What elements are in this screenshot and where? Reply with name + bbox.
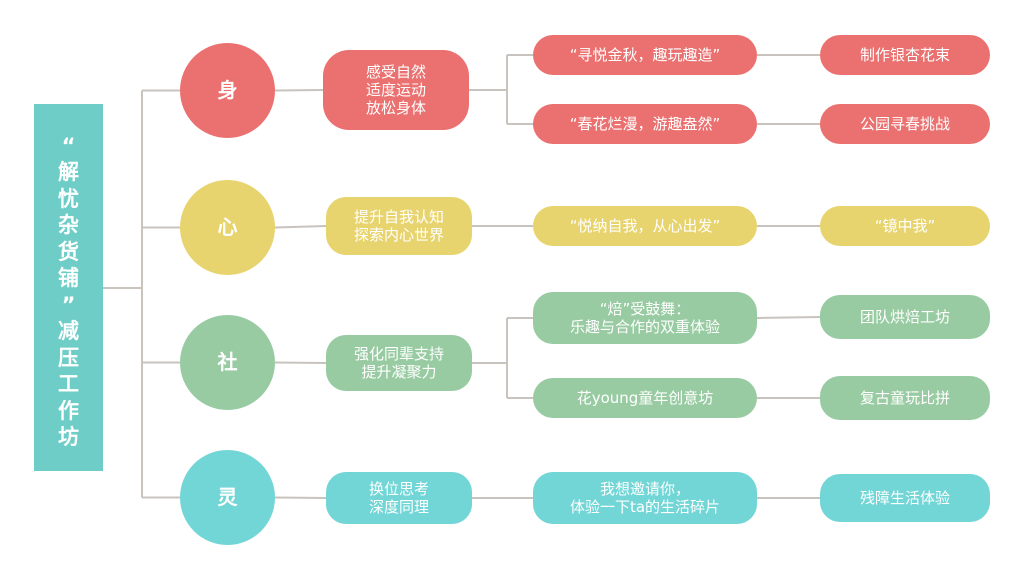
task-node-mind-1[interactable]: “镜中我”: [820, 206, 990, 246]
goal-line: 提升自我认知: [353, 208, 444, 226]
theme-text: 乐趣与合作的双重体验: [569, 318, 720, 336]
goal-line: 放松身体: [365, 99, 426, 117]
theme-text: “寻悦金秋，趣玩趣造”: [569, 45, 721, 64]
theme-text: 我想邀请你，: [599, 480, 690, 498]
theme-node-social-2[interactable]: 花young童年创意坊: [533, 378, 757, 418]
task-text: 制作银杏花束: [859, 45, 950, 64]
title-char: 忧: [58, 186, 79, 211]
title-char: 作: [58, 398, 79, 423]
task-node-body-2[interactable]: 公园寻春挑战: [820, 104, 990, 144]
task-text: 公园寻春挑战: [859, 114, 950, 133]
task-node-social-1[interactable]: 团队烘焙工坊: [820, 295, 990, 339]
goal-line: 适度运动: [365, 81, 426, 99]
title-char: 杂: [58, 213, 79, 237]
goal-node-social[interactable]: 强化同辈支持 提升凝聚力: [326, 335, 472, 391]
title-char: ”: [61, 292, 76, 317]
goal-line: 提升凝聚力: [361, 363, 437, 381]
branch-circle-social[interactable]: 社: [180, 315, 275, 410]
title-char: 压: [58, 345, 79, 370]
task-node-social-2[interactable]: 复古童玩比拼: [820, 376, 990, 420]
connector-circle-goal: [274, 361, 327, 364]
task-text: “镜中我”: [874, 216, 936, 235]
task-node-body-1[interactable]: 制作银杏花束: [820, 35, 990, 75]
goal-line: 换位思考: [368, 480, 429, 498]
task-text: 残障生活体验: [859, 488, 950, 507]
branch-circle-body[interactable]: 身: [180, 43, 275, 138]
goal-node-mind[interactable]: 提升自我认知 探索内心世界: [326, 197, 472, 255]
branch-circle-mind[interactable]: 心: [180, 180, 275, 275]
title-char: 铺: [58, 266, 79, 290]
connector-circle-goal: [274, 225, 327, 229]
title-char: 货: [58, 239, 79, 264]
theme-text: 体验一下ta的生活碎片: [569, 498, 721, 516]
connector-circle-goal: [274, 89, 324, 92]
branch-label: 灵: [217, 485, 238, 510]
goal-line: 探索内心世界: [353, 226, 444, 244]
title-char: 工: [58, 372, 79, 396]
branch-label: 心: [217, 215, 238, 240]
branch-label: 社: [217, 350, 238, 375]
connector-theme-task: [756, 316, 821, 319]
theme-text: “春花烂漫，游趣盎然”: [569, 114, 721, 133]
goal-node-body[interactable]: 感受自然 适度运动 放松身体: [323, 50, 469, 130]
task-text: 复古童玩比拼: [859, 388, 950, 407]
goal-node-spirit[interactable]: 换位思考 深度同理: [326, 472, 472, 524]
goal-line: 感受自然: [365, 63, 426, 81]
theme-text: “焙”受鼓舞：: [599, 300, 691, 318]
task-node-spirit-1[interactable]: 残障生活体验: [820, 474, 990, 522]
theme-text: 花young童年创意坊: [576, 388, 714, 407]
title-char: 减: [58, 319, 79, 343]
goal-line: 深度同理: [368, 498, 429, 516]
title-char: 坊: [58, 425, 79, 449]
theme-node-social-1[interactable]: “焙”受鼓舞： 乐趣与合作的双重体验: [533, 292, 757, 344]
theme-node-mind-1[interactable]: “悦纳自我，从心出发”: [533, 206, 757, 246]
theme-node-body-2[interactable]: “春花烂漫，游趣盎然”: [533, 104, 757, 144]
branch-circle-spirit[interactable]: 灵: [180, 450, 275, 545]
root-title-box: “解忧杂货铺”减压工作坊: [34, 104, 103, 471]
connector-circle-goal: [274, 496, 327, 499]
theme-text: “悦纳自我，从心出发”: [569, 216, 721, 235]
goal-line: 强化同辈支持: [353, 345, 444, 363]
branch-label: 身: [217, 78, 238, 103]
title-char: 解: [58, 160, 79, 184]
task-text: 团队烘焙工坊: [859, 307, 950, 326]
theme-node-spirit-1[interactable]: 我想邀请你， 体验一下ta的生活碎片: [533, 472, 757, 524]
title-char: “: [61, 133, 76, 158]
theme-node-body-1[interactable]: “寻悦金秋，趣玩趣造”: [533, 35, 757, 75]
